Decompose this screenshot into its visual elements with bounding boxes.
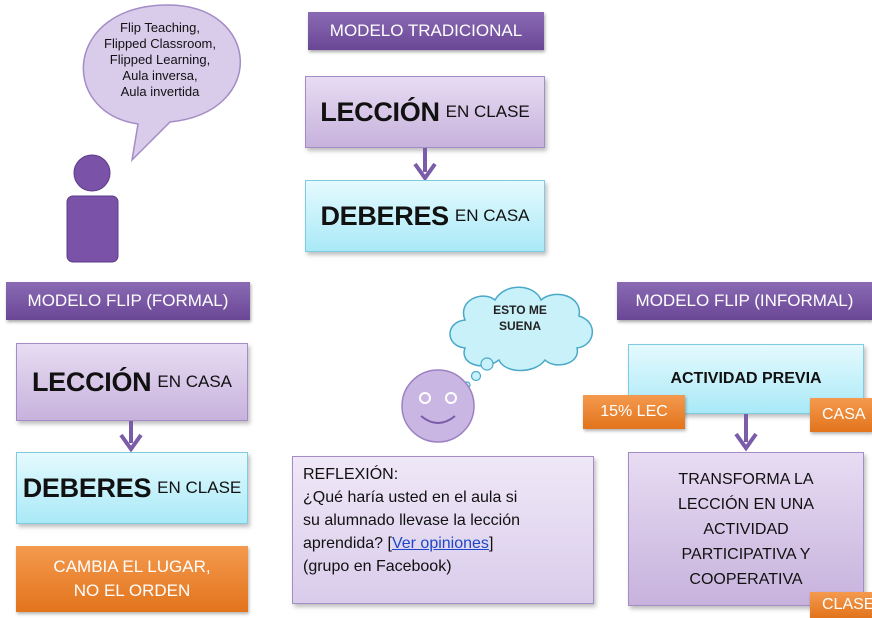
note-line: CAMBIA EL LUGAR, xyxy=(53,557,211,576)
home-tag: CASA xyxy=(810,398,872,432)
traditional-homework-main: DEBERES xyxy=(320,200,449,231)
transform-line: PARTICIPATIVA Y xyxy=(681,545,811,563)
thought-line: SUENA xyxy=(498,319,541,333)
class-tag: CLASE xyxy=(810,592,872,618)
smiley-face-icon xyxy=(401,369,475,443)
see-opinions-link[interactable]: Ver opiniones xyxy=(391,535,489,552)
flip-formal-lesson-sub: EN CASA xyxy=(157,372,233,391)
traditional-arrow-icon xyxy=(413,148,437,182)
smiley-thought-illustration xyxy=(401,286,593,443)
traditional-lesson-main: LECCIÓN xyxy=(320,96,440,127)
transform-line: TRANSFORMA LA xyxy=(678,470,814,488)
smiley-eye-icon xyxy=(419,392,431,404)
flip-formal-lesson-main: LECCIÓN xyxy=(31,366,152,397)
traditional-lesson-sub: EN CLASE xyxy=(445,102,530,121)
reflection-box: REFLEXIÓN: ¿Qué haría usted en el aula s… xyxy=(292,456,594,604)
reflection-line-with-link: aprendida? [Ver opiniones] xyxy=(303,532,583,555)
transform-lesson-box: TRANSFORMA LA LECCIÓN EN UNA ACTIVIDAD P… xyxy=(628,452,864,606)
flip-informal-arrow-icon xyxy=(734,414,758,452)
bubble-line: Flipped Learning, xyxy=(109,52,211,67)
person-body-icon xyxy=(66,195,119,263)
bubble-line: Aula invertida xyxy=(120,84,200,99)
reflection-title: REFLEXIÓN: xyxy=(303,466,399,483)
transform-line: COOPERATIVA xyxy=(689,570,803,588)
bubble-line: Flipped Classroom, xyxy=(104,36,216,51)
lesson-percent-tag: 15% LEC xyxy=(583,395,685,429)
traditional-homework-box: DEBERES EN CASA xyxy=(305,180,545,252)
transform-line: LECCIÓN EN UNA xyxy=(677,495,815,513)
thought-dot xyxy=(470,370,482,382)
flip-informal-header: MODELO FLIP (INFORMAL) xyxy=(617,282,872,320)
smiley-mouth-icon xyxy=(420,415,456,424)
thought-cloud-shape xyxy=(449,286,593,372)
bubble-line: Aula inversa, xyxy=(122,68,198,83)
thought-dot xyxy=(480,357,494,371)
flip-formal-header: MODELO FLIP (FORMAL) xyxy=(6,282,250,320)
flip-formal-homework-main: DEBERES xyxy=(22,472,152,503)
traditional-homework-sub: EN CASA xyxy=(454,206,530,225)
smiley-eye-icon xyxy=(445,392,457,404)
flip-formal-arrow-icon xyxy=(119,421,143,453)
person-head-icon xyxy=(73,154,111,192)
note-line: NO EL ORDEN xyxy=(73,581,191,600)
traditional-model-header: MODELO TRADICIONAL xyxy=(308,12,544,50)
flip-formal-homework-sub: EN CLASE xyxy=(157,478,242,497)
reflection-link-suffix: ] xyxy=(488,535,494,552)
traditional-lesson-box: LECCIÓN EN CLASE xyxy=(305,76,545,148)
prior-activity-label: ACTIVIDAD PREVIA xyxy=(670,370,822,387)
bubble-line: Flip Teaching, xyxy=(120,20,200,35)
person-speech-illustration xyxy=(66,4,241,263)
reflection-line: su alumnado llevase la lección xyxy=(303,512,521,529)
reflection-line: ¿Qué haría usted en el aula si xyxy=(303,489,518,506)
speech-bubble-text: Flip Teaching, Flipped Classroom, Flippe… xyxy=(70,10,250,110)
thought-line: ESTO ME xyxy=(493,303,547,317)
flip-formal-lesson-box: LECCIÓN EN CASA xyxy=(16,343,248,421)
transform-line: ACTIVIDAD xyxy=(703,520,789,538)
flip-formal-homework-box: DEBERES EN CLASE xyxy=(16,452,248,524)
thought-cloud-text: ESTO ME SUENA xyxy=(465,296,575,340)
reflection-line: (grupo en Facebook) xyxy=(303,558,452,575)
change-place-note: CAMBIA EL LUGAR, NO EL ORDEN xyxy=(16,546,248,612)
speech-bubble-shape xyxy=(82,4,241,163)
reflection-link-prefix: aprendida? [ xyxy=(303,535,392,552)
